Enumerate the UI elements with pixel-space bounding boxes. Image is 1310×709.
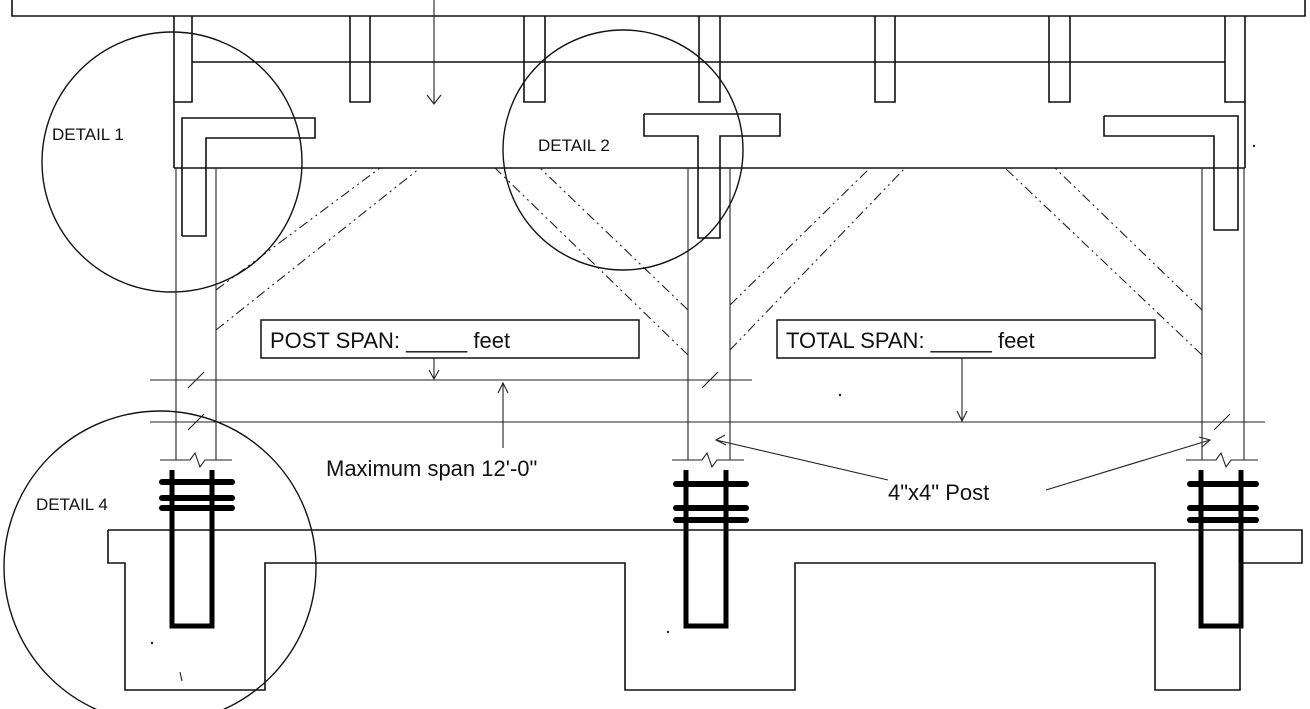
detail-1-circle bbox=[41, 31, 303, 293]
foundation bbox=[107, 529, 1303, 691]
label-arrows bbox=[428, 358, 1212, 491]
break-symbols bbox=[160, 451, 1258, 469]
maximum-span-label: Maximum span 12'-0" bbox=[326, 456, 537, 481]
total-span-dimension bbox=[150, 413, 1265, 431]
posts bbox=[175, 168, 1245, 460]
knee-braces bbox=[215, 167, 1203, 356]
t-bracket-center bbox=[643, 113, 781, 239]
corner-bracket-left bbox=[181, 117, 316, 237]
post-span-label: POST SPAN: _____ feet bbox=[270, 328, 510, 353]
total-span-box bbox=[776, 319, 1156, 359]
post-size-label: 4"x4" Post bbox=[888, 480, 989, 505]
post-anchor-right bbox=[1187, 470, 1259, 629]
detail-4-circle bbox=[3, 410, 317, 709]
total-span-label: TOTAL SPAN: _____ feet bbox=[786, 328, 1035, 353]
detail-2-circle bbox=[502, 29, 744, 271]
load-arrow bbox=[426, 0, 442, 105]
beam bbox=[173, 61, 1246, 169]
post-span-box bbox=[260, 319, 640, 359]
post-span-dimension bbox=[150, 371, 752, 389]
corner-bracket-right bbox=[1103, 115, 1239, 231]
post-anchor-left bbox=[159, 470, 235, 629]
top-deck-board bbox=[11, 0, 1306, 17]
stray-marks bbox=[150, 144, 1256, 682]
detail-2-label: DETAIL 2 bbox=[538, 136, 610, 155]
joists bbox=[173, 16, 1246, 103]
detail-4-label: DETAIL 4 bbox=[36, 495, 108, 514]
post-anchor-center bbox=[673, 470, 749, 629]
detail-1-label: DETAIL 1 bbox=[52, 125, 124, 144]
